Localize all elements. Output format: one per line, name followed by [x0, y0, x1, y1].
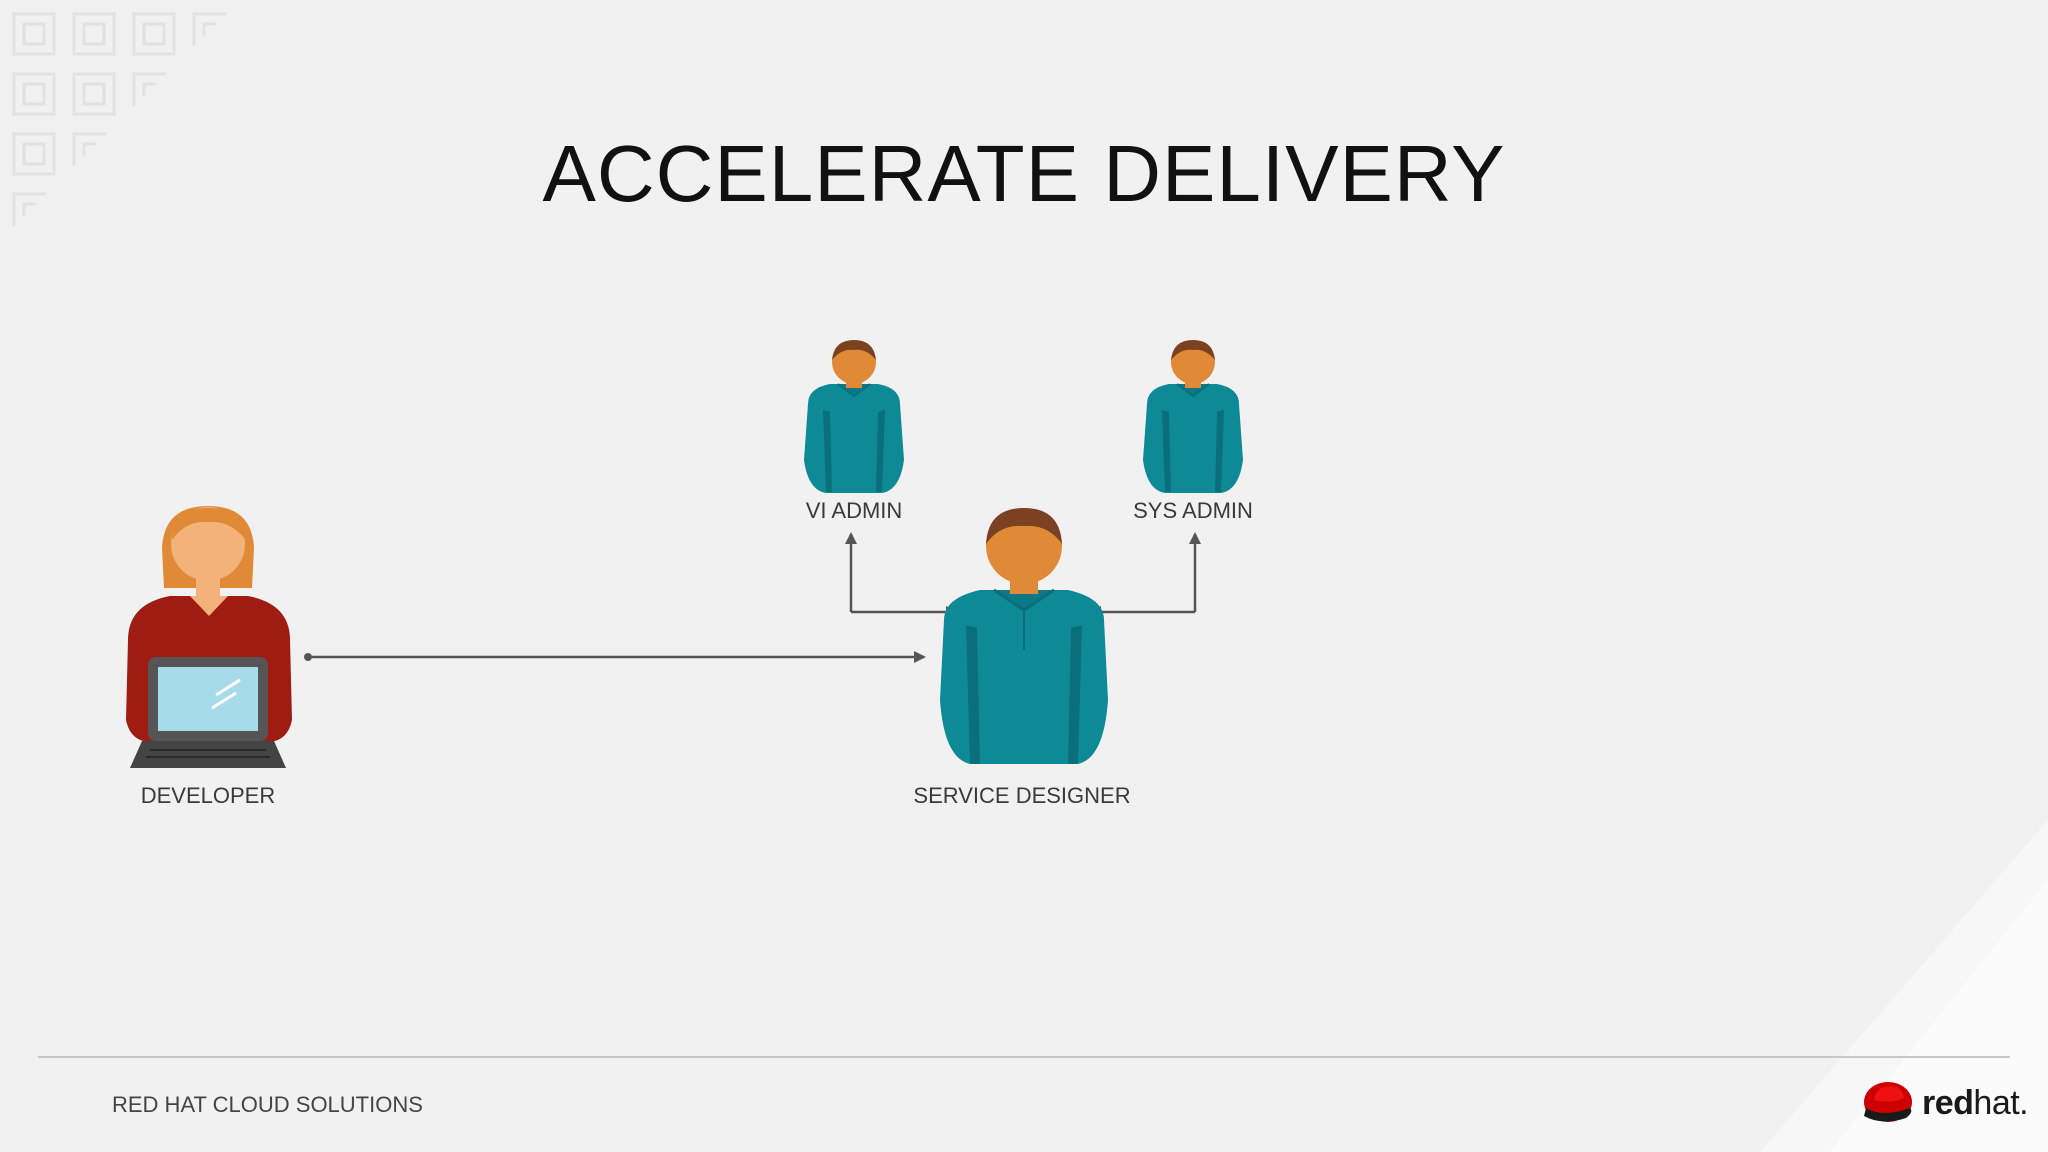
footer-divider — [38, 1056, 2010, 1058]
sys-admin-label: SYS ADMIN — [1133, 498, 1253, 523]
vi-admin-label: VI ADMIN — [805, 498, 903, 523]
developer-label: DEVELOPER — [140, 783, 276, 808]
vi-admin-person-icon — [804, 340, 904, 493]
laptop-icon — [130, 657, 286, 768]
arrow-vi-admin-designer — [845, 532, 958, 618]
logo-wordmark: redhat. — [1922, 1084, 2029, 1123]
service-designer-label: SERVICE DESIGNER — [913, 783, 1131, 808]
logo-wordmark-light: hat. — [1973, 1084, 2029, 1122]
logo-wordmark-bold: red — [1922, 1084, 1974, 1122]
footer-text: RED HAT CLOUD SOLUTIONS — [112, 1092, 423, 1117]
service-designer-person-icon — [940, 508, 1108, 764]
arrow-sys-admin-designer — [1089, 532, 1201, 618]
corner-pattern — [12, 12, 236, 236]
arrow-developer-to-designer — [304, 651, 926, 663]
slide-title: ACCELERATE DELIVERY — [542, 129, 1506, 218]
sys-admin-person-icon — [1143, 340, 1243, 493]
red-hat-logo-icon — [1864, 1082, 1912, 1122]
